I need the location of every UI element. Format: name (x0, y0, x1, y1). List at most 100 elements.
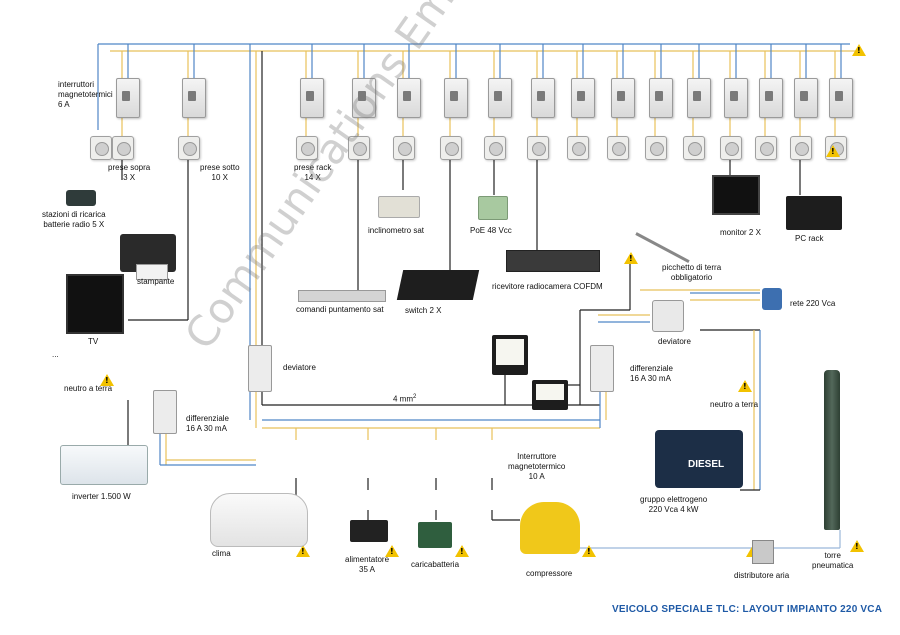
charging-station-icon (66, 190, 96, 206)
breaker-icon (759, 78, 783, 118)
socket-icon (720, 136, 742, 160)
mains-inlet-icon (762, 288, 782, 310)
socket-icon (112, 136, 134, 160)
breaker-icon (182, 78, 206, 118)
socket-icon (178, 136, 200, 160)
socket-icon (567, 136, 589, 160)
warning-icon (738, 380, 752, 392)
label-tv: TV (88, 337, 99, 346)
breaker-icon (352, 78, 376, 118)
label-air-distributor: distributore aria (734, 571, 790, 580)
warning-icon (852, 44, 866, 56)
breaker-icon (794, 78, 818, 118)
rcd-icon (153, 390, 177, 434)
label-ellipsis: ... (52, 350, 59, 359)
warning-icon (582, 545, 596, 557)
label-changeover-right: deviatore (658, 337, 691, 346)
label-clima: clima (212, 549, 231, 558)
socket-icon (683, 136, 705, 160)
label-rcd-right: differenziale 16 A 30 mA (630, 364, 673, 383)
breaker-icon (116, 78, 140, 118)
power-supply-icon (350, 520, 388, 542)
label-ground-rod: picchetto di terra obbligatorio (662, 263, 722, 282)
tower-icon (824, 370, 840, 530)
socket-icon (296, 136, 318, 160)
label-mains: rete 220 Vca (790, 299, 836, 308)
breaker-icon (397, 78, 421, 118)
generator-brand: DIESEL (688, 459, 725, 470)
label-neutral-earth-left: neutro a terra (64, 384, 113, 393)
air-conditioner-icon (210, 493, 308, 547)
label-switch: switch 2 X (405, 306, 442, 315)
changeover-switch-icon (652, 300, 684, 332)
warning-icon (100, 374, 114, 386)
socket-icon (440, 136, 462, 160)
breaker-icon (444, 78, 468, 118)
warning-icon (455, 545, 469, 557)
paper-icon (136, 264, 168, 280)
breaker-icon (649, 78, 673, 118)
label-cable-section: 4 mm2 (393, 392, 416, 405)
label-prese-rack: prese rack 14 X (294, 163, 332, 182)
label-inclinometer: inclinometro sat (368, 226, 425, 235)
air-distributor-icon (752, 540, 774, 564)
label-power-supply: alimentatore 35 A (345, 555, 390, 574)
breaker-icon (531, 78, 555, 118)
label-cable-section-value: 4 mm (393, 394, 413, 404)
breaker-icon (724, 78, 748, 118)
breaker-icon (300, 78, 324, 118)
socket-icon (527, 136, 549, 160)
label-prese-sopra: prese sopra 3 X (108, 163, 151, 182)
socket-icon (348, 136, 370, 160)
compressor-icon (520, 502, 580, 554)
socket-icon (484, 136, 506, 160)
label-printer: stampante (137, 277, 175, 286)
label-battery-charger: caricabatteria (411, 560, 460, 569)
label-compressor: compressore (526, 569, 573, 578)
label-cable-section-exp: 2 (413, 394, 417, 400)
diagram-title: VEICOLO SPECIALE TLC: LAYOUT IMPIANTO 22… (612, 604, 883, 615)
socket-icon (393, 136, 415, 160)
monitor-icon (712, 175, 760, 215)
warning-icon (296, 545, 310, 557)
label-breaker-10a: Interruttore magnetotermico 10 A (508, 452, 566, 481)
warning-icon (826, 145, 840, 157)
tv-icon (66, 274, 124, 334)
socket-icon (90, 136, 112, 160)
breaker-icon (829, 78, 853, 118)
changeover-switch-icon (248, 345, 272, 392)
label-changeover-left: deviatore (283, 363, 316, 372)
label-tower: torre pneumatica (812, 551, 854, 570)
warning-icon (850, 540, 864, 552)
meter-icon (532, 380, 568, 410)
warning-icon (385, 545, 399, 557)
breaker-icon (571, 78, 595, 118)
inclinometer-icon (378, 196, 420, 218)
label-pc-rack: PC rack (795, 234, 824, 243)
label-prese-sotto: prese sotto 10 X (200, 163, 240, 182)
label-poe: PoE 48 Vcc (470, 226, 512, 235)
socket-icon (645, 136, 667, 160)
battery-charger-icon (418, 522, 452, 548)
antenna-controller-icon (298, 290, 386, 302)
meter-icon (492, 335, 528, 375)
label-charging-stations: stazioni di ricarica batterie radio 5 X (42, 210, 106, 229)
socket-icon (790, 136, 812, 160)
poe-injector-icon (478, 196, 508, 220)
socket-icon (607, 136, 629, 160)
rcd-icon (590, 345, 614, 392)
generator-icon (655, 430, 743, 488)
cofdm-receiver-icon (506, 250, 600, 272)
breaker-icon (611, 78, 635, 118)
label-generator: gruppo elettrogeno 220 Vca 4 kW (640, 495, 708, 514)
label-inverter: inverter 1.500 W (72, 492, 131, 501)
pc-rack-icon (786, 196, 842, 230)
warning-icon (624, 252, 638, 264)
label-antenna-control: comandi puntamento sat (296, 305, 384, 314)
breaker-icon (488, 78, 512, 118)
label-monitor: monitor 2 X (720, 228, 761, 237)
label-cofdm-receiver: ricevitore radiocamera COFDM (492, 282, 603, 291)
label-breakers: interruttori magnetotermici 6 A (58, 80, 113, 109)
